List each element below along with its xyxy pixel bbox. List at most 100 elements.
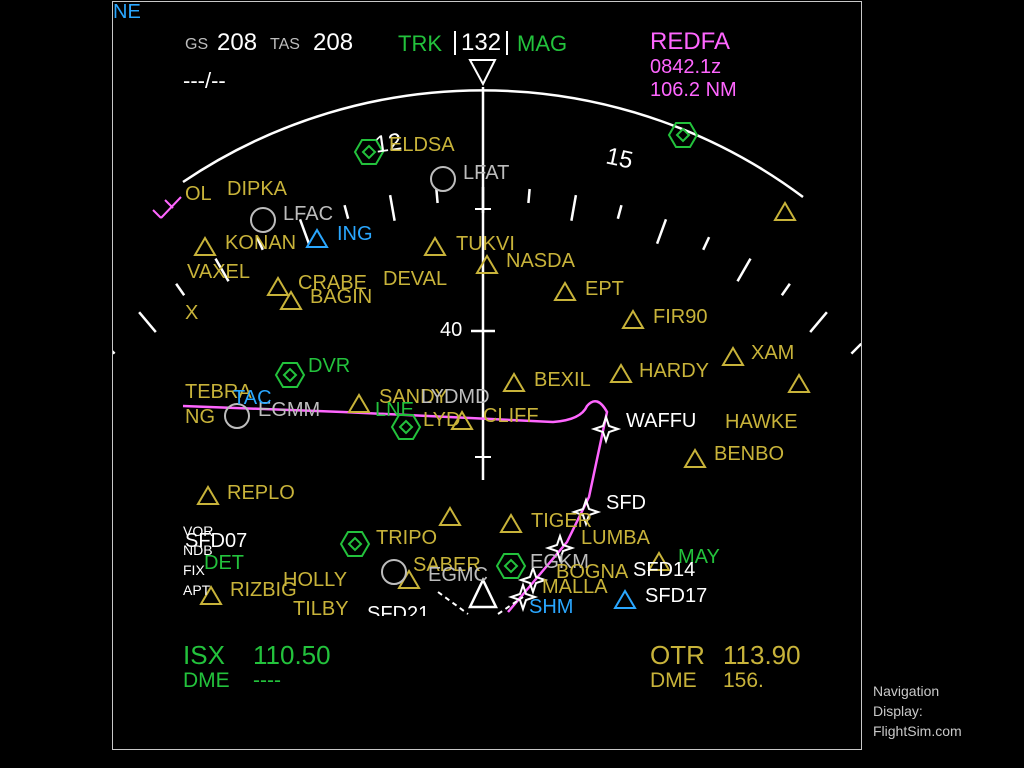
mag-label: MAG	[517, 31, 568, 56]
map-label: MALLA	[542, 576, 608, 598]
fix-symbol	[279, 290, 303, 310]
map-label: SFD14	[633, 559, 696, 581]
active-waypoint-eta: 0842.1z	[650, 56, 722, 78]
compass-ticks	[113, 187, 861, 355]
map-label: LYDMD	[421, 386, 490, 408]
compass-label-15: 15	[603, 142, 636, 175]
compass-tick	[298, 218, 311, 245]
map-label: TUKVI	[456, 233, 515, 255]
map-label: DIPKA	[227, 178, 288, 200]
nav-left-dme-value: ----	[253, 669, 281, 692]
compass-tick	[113, 350, 116, 355]
fix-symbol	[621, 309, 645, 329]
route-waypoint-symbol	[590, 413, 622, 445]
map-label: LFAC	[283, 203, 334, 225]
vor-dme-symbol	[353, 139, 385, 165]
map-label: EGMM	[258, 399, 321, 421]
vor-symbol	[613, 589, 637, 609]
map-label: WAFFU	[626, 410, 697, 432]
compass-tick	[527, 188, 531, 204]
nav-left-frequency: 110.50	[253, 640, 331, 670]
map-label: BENBO	[714, 443, 785, 465]
map-label: OL	[185, 183, 212, 205]
map-label: EGMC	[428, 564, 488, 586]
airport-symbol	[224, 403, 250, 429]
map-symbols	[193, 122, 811, 613]
map-label: TRIPO	[376, 527, 438, 549]
range-label: 40	[440, 319, 463, 341]
map-label: NE	[113, 1, 141, 23]
map-label: REPLO	[227, 482, 295, 504]
compass-tick	[616, 204, 623, 220]
map-label: CRABE	[298, 272, 367, 294]
map-label: HAWKE	[725, 411, 798, 433]
compass-tick	[175, 283, 186, 296]
vor-dme-symbol	[667, 122, 699, 148]
compass-arc	[182, 89, 804, 199]
map-label: LNE	[375, 399, 414, 421]
legend-ndb: NDB	[183, 542, 213, 558]
fix-symbol	[499, 513, 523, 533]
gs-value: 208	[217, 29, 258, 56]
map-label: SHM	[529, 596, 574, 618]
map-label: TAC	[233, 387, 272, 409]
nav-left-ident: ISX	[183, 640, 225, 670]
map-label: TEBRA	[185, 381, 252, 403]
map-label: XAM	[751, 342, 795, 364]
fix-symbol	[199, 585, 223, 605]
tas-label: TAS	[270, 36, 300, 53]
route-waypoint-symbol	[507, 581, 539, 613]
map-label: SANDY	[379, 386, 448, 408]
compass-tick	[388, 194, 396, 221]
compass-tick	[343, 204, 350, 220]
vor-dme-symbol	[495, 553, 527, 579]
compass-tick	[736, 258, 752, 282]
map-label: HARDY	[639, 360, 710, 382]
map-label: RIZBIG	[230, 579, 297, 601]
active-waypoint-distance: 106.2 NM	[650, 79, 737, 101]
map-label: SABER	[413, 554, 481, 576]
trk-label: TRK	[398, 31, 442, 56]
map-label: NG	[185, 406, 215, 428]
compass-tick	[570, 194, 578, 221]
nav-right-dme-value: 156.	[723, 669, 764, 692]
airport-symbol	[250, 207, 276, 233]
map-label: ING	[337, 223, 373, 245]
compass-tick	[214, 258, 230, 282]
map-label: HOLLY	[283, 569, 348, 591]
fix-symbol	[438, 506, 462, 526]
fix-symbol	[787, 373, 811, 393]
heading-pointer	[468, 59, 497, 87]
nav-left-dme-label: DME	[183, 669, 230, 692]
map-label: LYD	[423, 409, 461, 431]
fix-symbol	[773, 201, 797, 221]
radio-panel	[113, 616, 861, 749]
map-label: BAGIN	[310, 286, 373, 308]
map-label: TILBY	[293, 598, 349, 620]
map-label: ELDSA	[389, 134, 455, 156]
credit-caption: Navigation Display: FlightSim.com	[873, 681, 1013, 741]
compass-tick	[780, 283, 791, 296]
compass-tick	[702, 236, 711, 251]
fix-symbol	[553, 281, 577, 301]
track-value: 132	[454, 31, 509, 55]
map-label: X	[185, 302, 199, 324]
fix-symbol	[609, 363, 633, 383]
map-graphics	[113, 59, 861, 615]
map-label: MAY	[678, 546, 720, 568]
fix-symbol	[423, 236, 447, 256]
map-label: DVR	[308, 355, 351, 377]
map-label: NASDA	[506, 250, 575, 272]
legend-fix: FIX	[183, 562, 205, 578]
credit-line-3: FlightSim.com	[873, 723, 962, 739]
fix-symbol	[647, 551, 671, 571]
map-label: BEXIL	[534, 369, 591, 391]
active-waypoint-name: REDFA	[650, 28, 731, 55]
fix-symbol	[450, 410, 474, 430]
wind-readout: ---/--	[183, 68, 226, 93]
tas-value: 208	[313, 29, 354, 56]
nav-right-ident: OTR	[650, 640, 705, 670]
map-label: CLIFF	[483, 405, 539, 427]
map-label: LFAT	[463, 162, 510, 184]
airport-symbol	[381, 559, 407, 585]
